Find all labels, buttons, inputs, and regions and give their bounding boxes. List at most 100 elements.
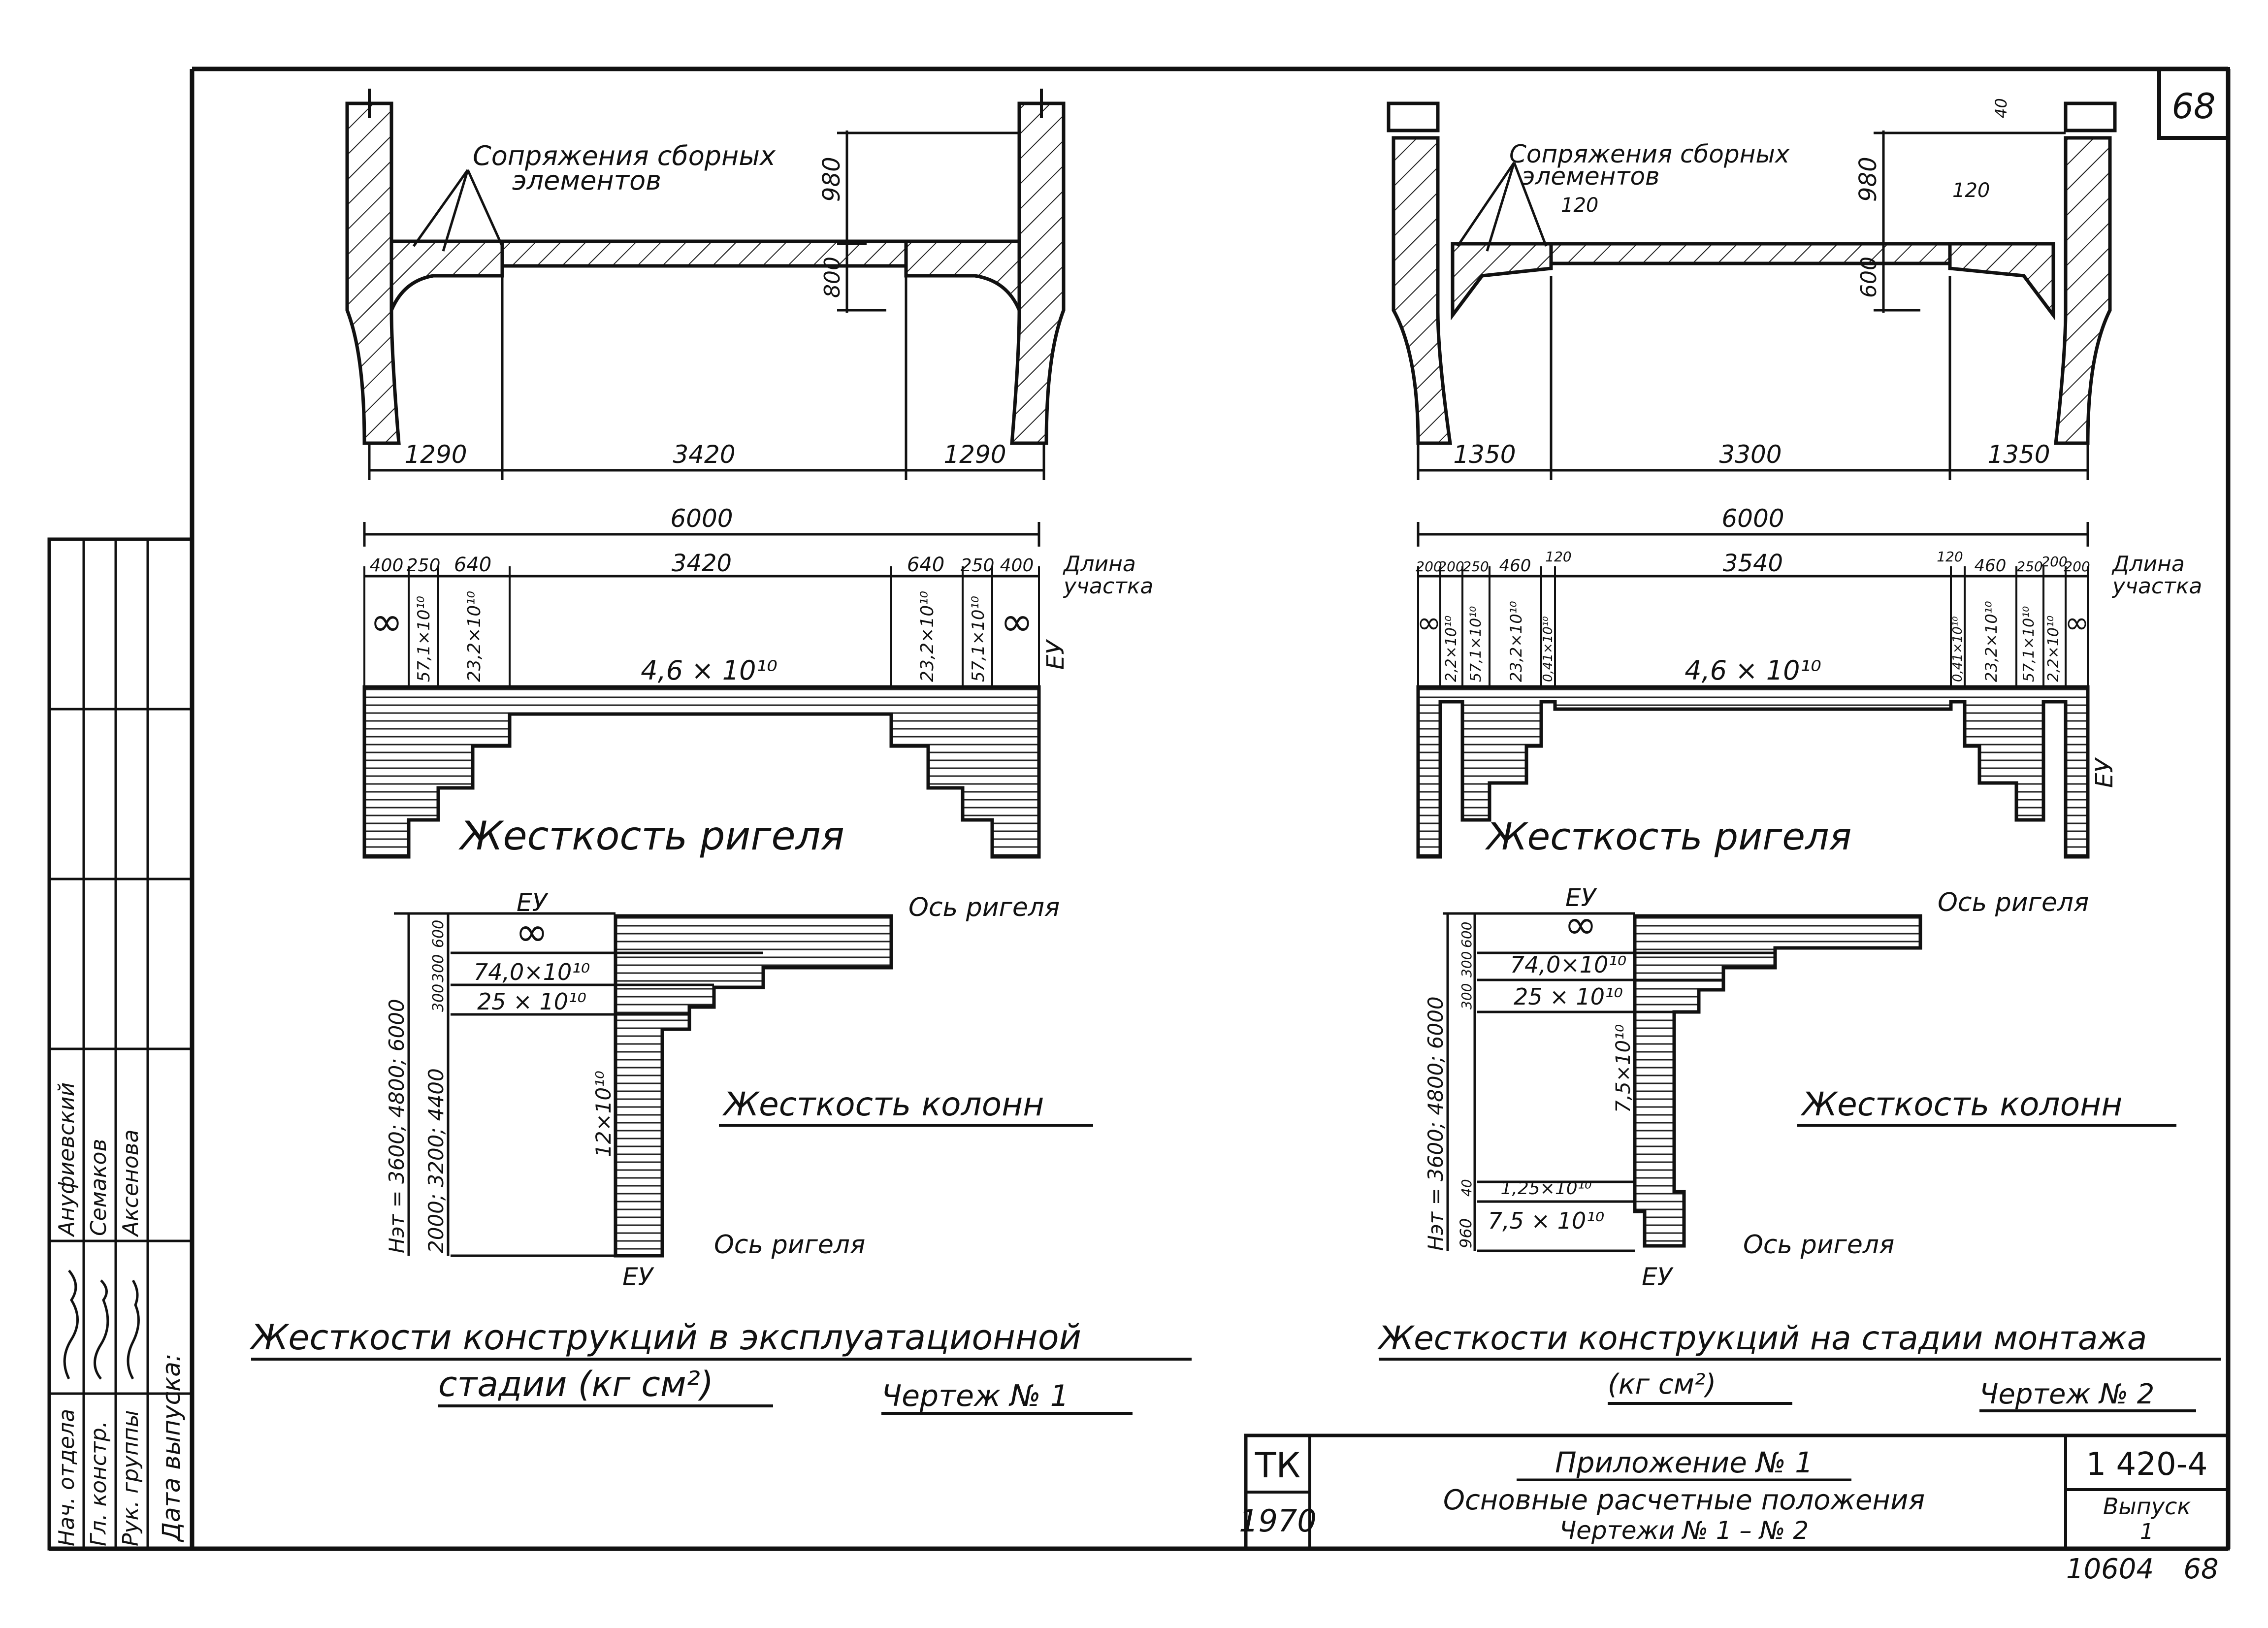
dim-mid-1: 3420 (673, 440, 735, 469)
dim-left-1: 1290 (404, 440, 467, 469)
col-h-300b-1: 300 (430, 954, 447, 982)
col-total-1: Нэт = 3600; 4800; 6000 (385, 999, 409, 1253)
seg-1-4: 3420 (672, 550, 732, 577)
dim-40-2: 40 (1992, 98, 2010, 118)
joints-note2-line2: элементов (1522, 162, 1660, 191)
seg-1-5: 640 (907, 554, 944, 576)
stiff-46-2: 4,6 × 10¹⁰ (1685, 655, 1821, 686)
col-75b-2: 7,5 × 10¹⁰ (1488, 1207, 1604, 1234)
dim-980-1: 980 (818, 157, 845, 202)
ey-beam-2: ЕУ (2091, 757, 2118, 788)
seg-2-2: 200 (1438, 558, 1464, 575)
seg-2-11: 200 (2064, 558, 2090, 575)
dim-left-2: 1350 (1453, 440, 1516, 469)
footer-page: 68 (2183, 1553, 2218, 1585)
col-stiffness-title-2: Жесткость колонн (1800, 1085, 2122, 1123)
right-column-2 (2054, 136, 2112, 445)
seg-1-7: 400 (1000, 555, 1034, 576)
frame-elevation-2: Сопряжения сборных элементов 120 120 40 … (1387, 98, 2117, 480)
ey-beam-1: ЕУ (1042, 639, 1069, 670)
sheet-number-box: 68 (2157, 67, 2230, 140)
seg-1-2: 250 (407, 555, 441, 576)
name-chief-designer: Семаков (86, 1139, 111, 1236)
right-cap-2 (2064, 101, 2117, 132)
beam-stiffness-diagram-1: 6000 400 250 640 3420 640 250 400 Длина … (362, 504, 1153, 859)
stamp-org: ТК (1255, 1445, 1300, 1486)
col-low-960-2: 960 (1457, 1218, 1475, 1248)
left-haunch-2 (1451, 242, 1553, 321)
dim-980-2: 980 (1854, 157, 1882, 202)
seg-2-10: 200 (2041, 554, 2067, 570)
left-haunch-1 (389, 239, 504, 311)
role-chief-designer: Гл. констр. (86, 1421, 111, 1546)
total-length-2: 6000 (1721, 504, 1784, 533)
crossbar-2 (1549, 242, 1952, 265)
stiff-041-right-2: 0,41×10¹⁰ (1950, 616, 1965, 682)
stamp-drawings: Чертежи № 1 – № 2 (1559, 1516, 1809, 1545)
infinity-col-1: ∞ (516, 909, 549, 955)
infinity-col-2: ∞ (1564, 902, 1597, 947)
segment-label-2b: участка (2111, 574, 2202, 599)
stamp-issue: 1 (2140, 1519, 2154, 1544)
infinity-right-2: ∞ (2065, 606, 2089, 640)
col-125-2: 1,25×10¹⁰ (1501, 1178, 1592, 1199)
left-column-1 (345, 101, 401, 445)
beam-stiffness-shape-1 (362, 685, 1041, 859)
stiff-57-left-1: 57,1×10¹⁰ (414, 596, 434, 682)
col-75-2: 7,5×10¹⁰ (1612, 1024, 1635, 1113)
joints-note-line1: Сопряжения сборных (473, 140, 776, 171)
drawing-1: Сопряжения сборных элементов 980 800 129… (249, 89, 1192, 1415)
col-stiffness-title-1: Жесткость колонн (722, 1085, 1044, 1123)
col-lower-1: 2000; 3200; 4400 (424, 1068, 448, 1253)
col-25-1: 25 × 10¹⁰ (477, 988, 586, 1015)
left-cap-2 (1387, 101, 1440, 132)
ey-col-bottom-1: ЕУ (622, 1263, 655, 1291)
name-head-of-dept: Ануфиевский (54, 1082, 79, 1237)
stamp-title: Приложение № 1 (1555, 1446, 1813, 1479)
col-h-600-1: 600 (430, 920, 447, 948)
col-74-2: 74,0×10¹⁰ (1510, 951, 1626, 978)
caption-1-line2: стадии (кг см²) (438, 1364, 713, 1404)
caption-2-line1: Жесткости конструкций на стадии монтажа (1377, 1319, 2147, 1357)
axis-bottom-2: Ось ригеля (1743, 1230, 1894, 1260)
joints-note-line2: элементов (512, 165, 661, 196)
col-low-40-2: 40 (1458, 1179, 1475, 1197)
seg-2-1: 200 (1416, 558, 1442, 575)
seg-1-3: 640 (454, 554, 491, 576)
drawing-2: Сопряжения сборных элементов 120 120 40 … (1377, 98, 2221, 1412)
segment-label-2a: Длина (2111, 552, 2185, 577)
stiff-23-right-2: 23,2×10¹⁰ (1982, 601, 2001, 682)
release-date-label: Дата выпуска: (157, 1353, 186, 1542)
left-column-2 (1392, 136, 1453, 445)
seg-2-9: 250 (2016, 558, 2042, 575)
col-h-600-2: 600 (1458, 922, 1475, 948)
signature-1 (63, 1270, 79, 1380)
crossbar-1 (500, 239, 908, 268)
axis-top-2: Ось ригеля (1938, 888, 2089, 917)
approval-table: Нач. отдела Гл. констр. Рук. группы Ануф… (47, 537, 194, 1551)
stamp-year: 1970 (1239, 1503, 1317, 1539)
beam-stiffness-diagram-2: 6000 200 200 250 460 120 3540 120 460 25… (1416, 504, 2202, 859)
title-block: ТК 1970 Приложение № 1 Основные расчетны… (1239, 1433, 2230, 1551)
right-haunch-2 (1948, 242, 2055, 321)
signature-2 (94, 1279, 109, 1380)
column-stiffness-shape-2 (1633, 914, 1922, 1248)
stiff-57-right-1: 57,1×10¹⁰ (969, 596, 988, 682)
col-h-300b-2: 300 (1458, 951, 1475, 977)
col-h-300a-1: 300 (430, 984, 447, 1012)
right-column-1 (1010, 101, 1066, 445)
caption-1-line1: Жесткости конструкций в эксплуатационной (249, 1317, 1081, 1358)
stiff-23-left-1: 23,2×10¹⁰ (464, 591, 485, 682)
total-length-1: 6000 (670, 504, 733, 533)
ey-col-top-1: ЕУ (517, 888, 549, 917)
seg-2-6: 3540 (1723, 550, 1783, 577)
dim-right-2: 1350 (1987, 440, 2050, 469)
stiff-23-left-2: 23,2×10¹⁰ (1507, 601, 1525, 682)
col-total-2: Нэт = 3600; 4800; 6000 (1424, 996, 1448, 1251)
axis-bottom-1: Ось ригеля (714, 1230, 865, 1260)
beam-stiffness-title-2: Жесткость ригеля (1485, 814, 1852, 858)
column-stiffness-diagram-2: ЕУ ∞ 300 300 600 960 40 Нэт = 3600; 4800… (1424, 883, 2176, 1291)
stamp-subtitle: Основные расчетные положения (1443, 1484, 1925, 1516)
dim-right-1: 1290 (943, 440, 1006, 469)
